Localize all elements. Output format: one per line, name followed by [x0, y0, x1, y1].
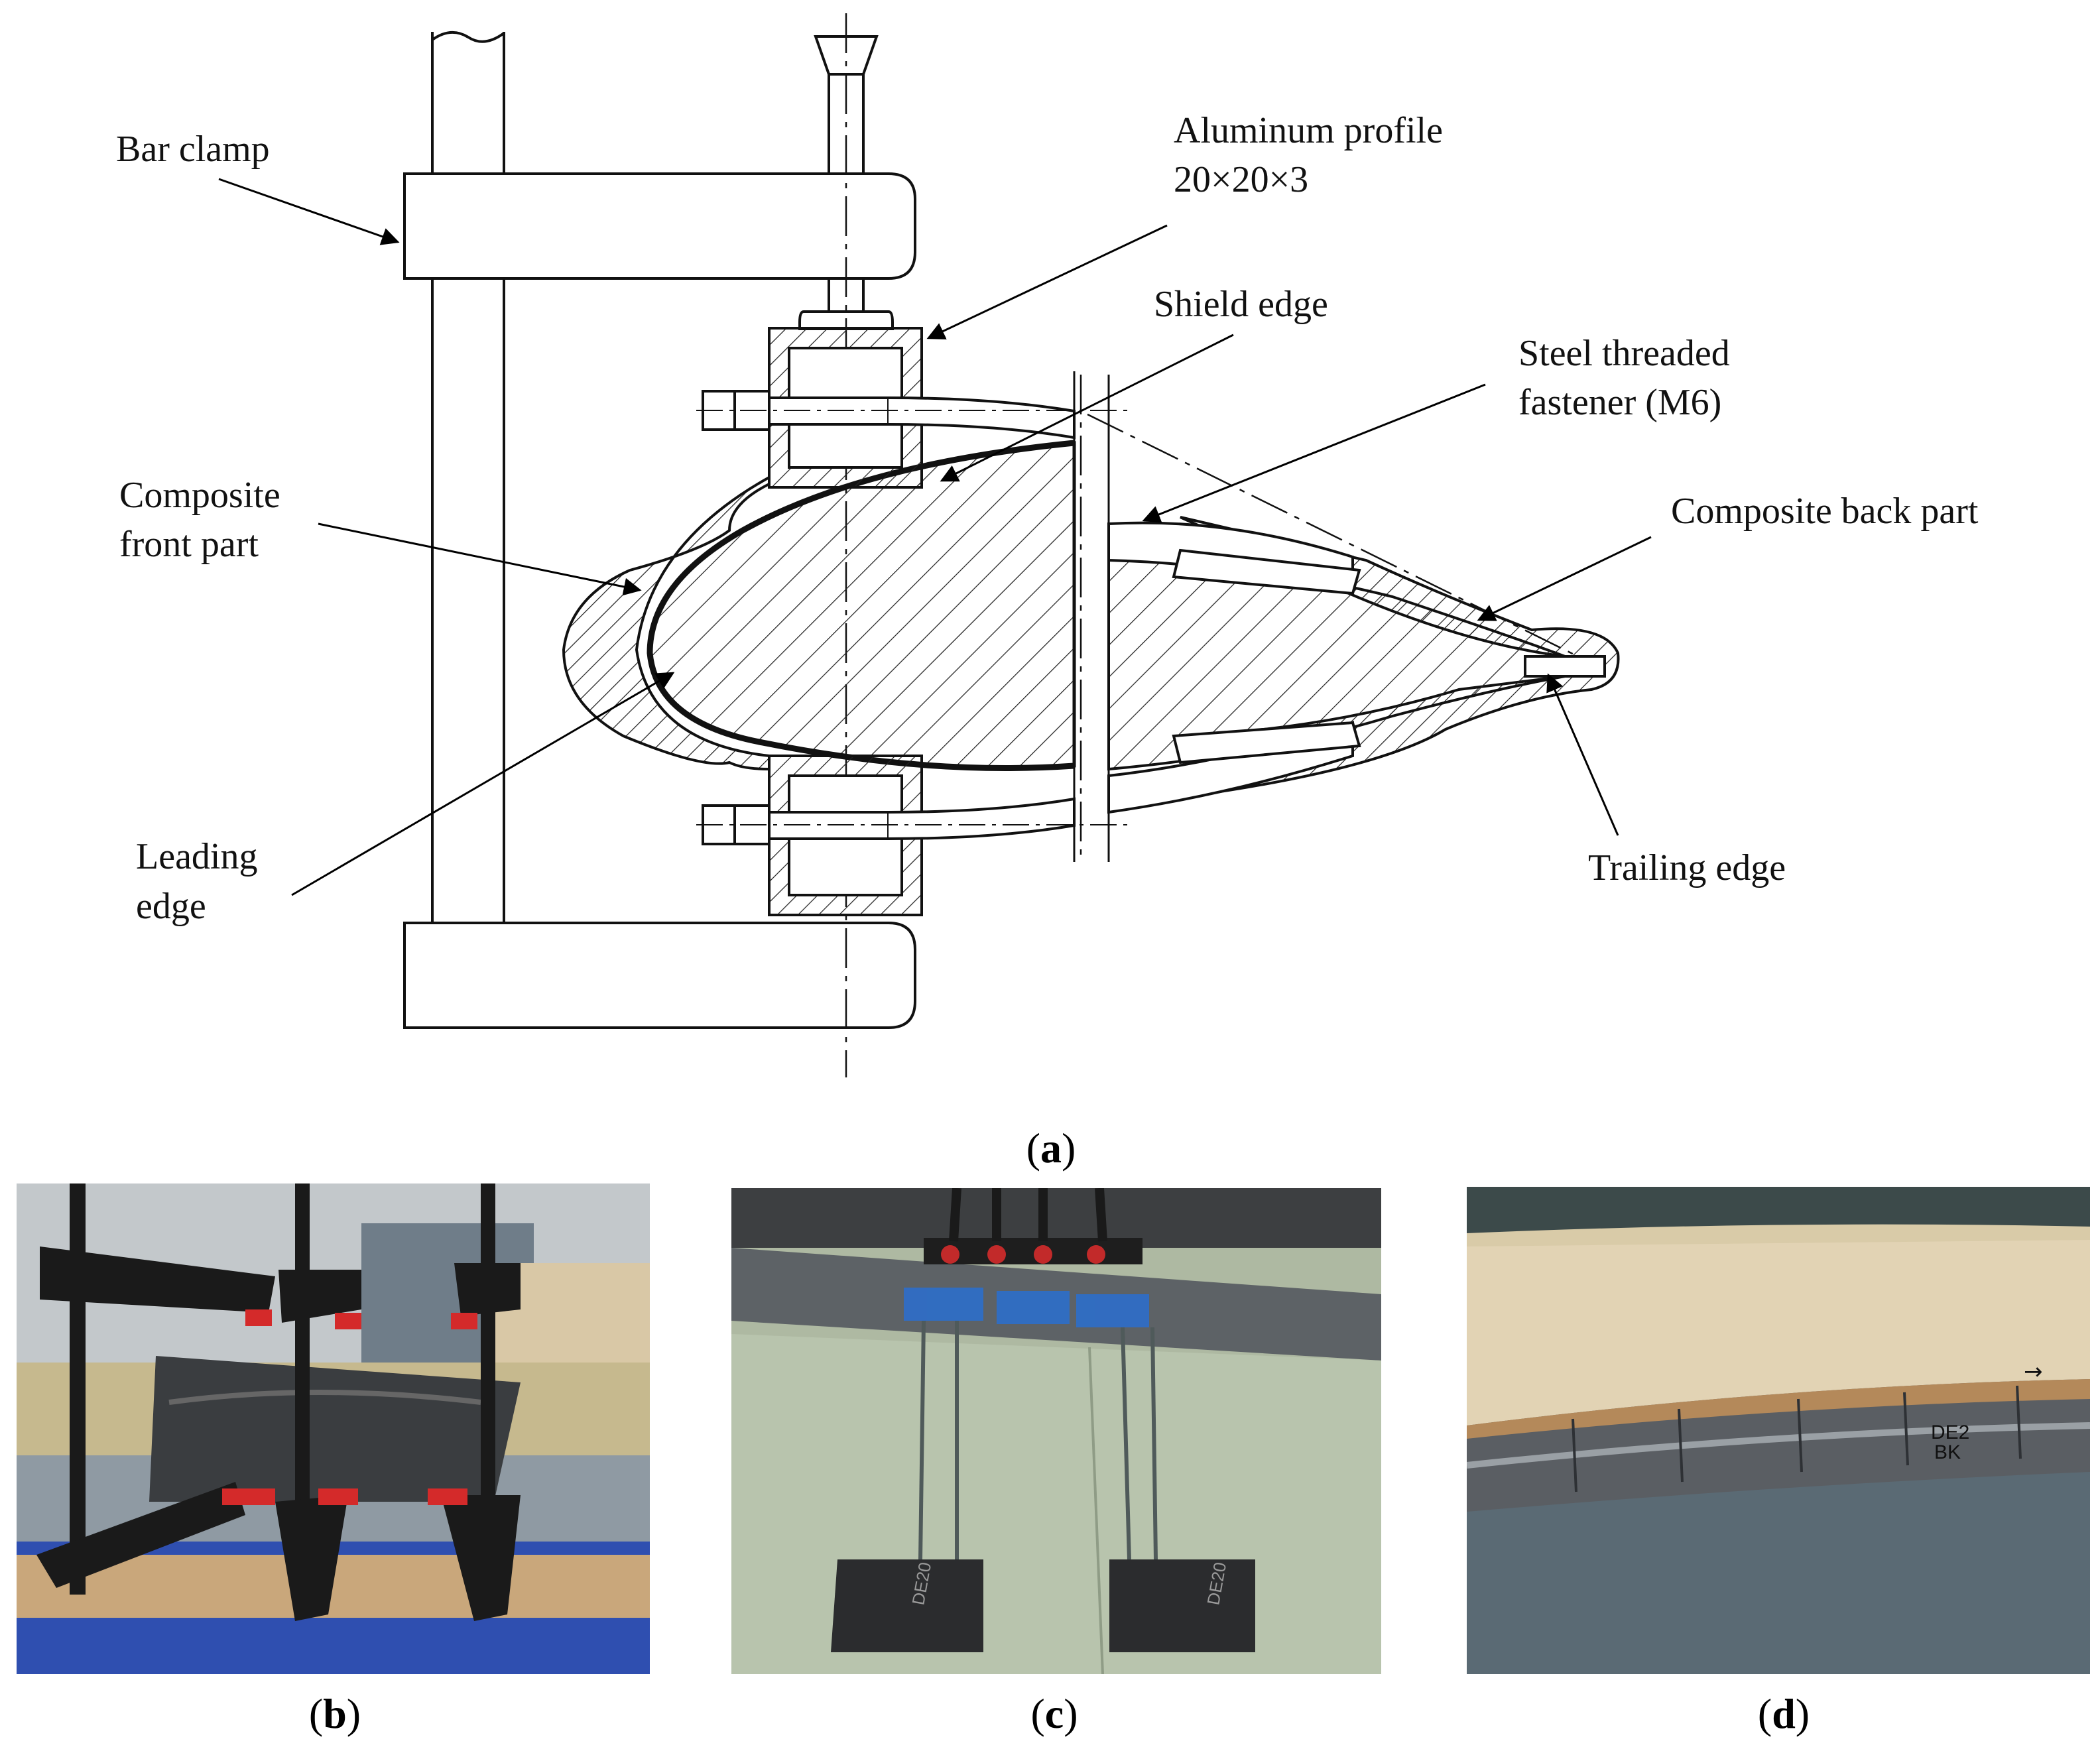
- specimen-mark-line2: BK: [1934, 1441, 1961, 1463]
- bolt-lower: [696, 797, 1127, 845]
- label-steel-fastener: Steel threaded: [1518, 333, 1730, 374]
- photo-d-tested-leading-edge: DE2 BK →: [1467, 1187, 2090, 1674]
- bolt-upper: [696, 390, 1127, 440]
- clamp-lower-jaw: [403, 922, 916, 1029]
- clamp-assembly-drawing: [218, 13, 1652, 1077]
- label-aluminum-profile-size: 20×20×3: [1174, 159, 1309, 200]
- label-trailing-edge: Trailing edge: [1588, 847, 1786, 888]
- specimen-mark-line1: DE2: [1931, 1422, 1969, 1443]
- caption-a: (a): [1026, 1124, 1076, 1172]
- clamp-upper-jaw: [403, 172, 916, 280]
- clamp-bar: [431, 32, 505, 923]
- caption-b: (b): [308, 1690, 361, 1737]
- label-steel-fastener-m6: fastener (M6): [1518, 382, 1722, 423]
- caption-c: (c): [1030, 1690, 1078, 1737]
- airfoil-front: [648, 441, 1076, 770]
- composite-front-part: [562, 451, 771, 771]
- label-shield-edge: Shield edge: [1154, 284, 1328, 325]
- label-composite-front: Composite: [119, 475, 280, 516]
- clamp-screw: [828, 74, 865, 174]
- label-bar-clamp: Bar clamp: [116, 129, 270, 170]
- photo-b-clamped-leading-edge: [17, 1183, 650, 1674]
- label-leading-edge: edge: [136, 886, 206, 927]
- trailing-edge-insert: [1524, 655, 1606, 678]
- direction-arrow: →: [2024, 1359, 2043, 1385]
- label-composite-front-part: front part: [119, 524, 259, 565]
- label-leading: Leading: [136, 836, 258, 877]
- label-aluminum-profile: Aluminum profile: [1174, 110, 1443, 151]
- photo-c-panel-with-weights: DE20 DE20: [731, 1188, 1381, 1674]
- caption-d: (d): [1757, 1690, 1810, 1737]
- label-composite-back: Composite back part: [1671, 491, 1979, 532]
